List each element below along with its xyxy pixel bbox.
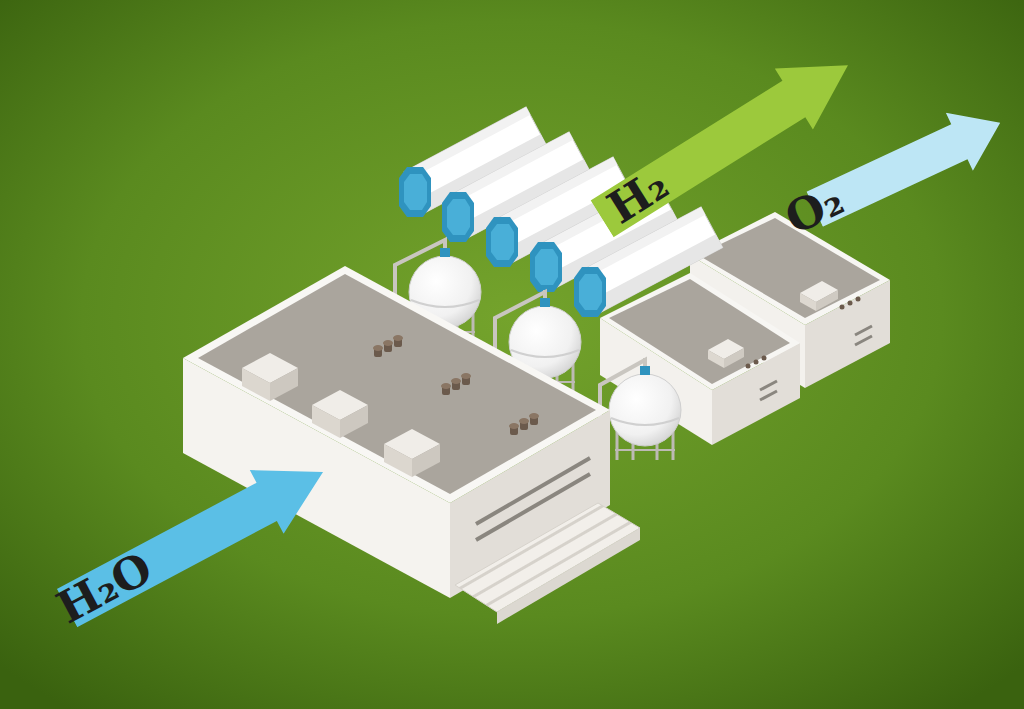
small-building	[600, 273, 800, 445]
formula-label: H₂O	[50, 545, 158, 630]
sphere-tank	[609, 358, 681, 460]
roof-equipment	[242, 335, 539, 477]
tank	[574, 207, 723, 317]
flow-arrow: O₂	[801, 94, 1014, 239]
flow-arrow: H₂O	[50, 440, 340, 640]
main-building	[183, 266, 640, 624]
